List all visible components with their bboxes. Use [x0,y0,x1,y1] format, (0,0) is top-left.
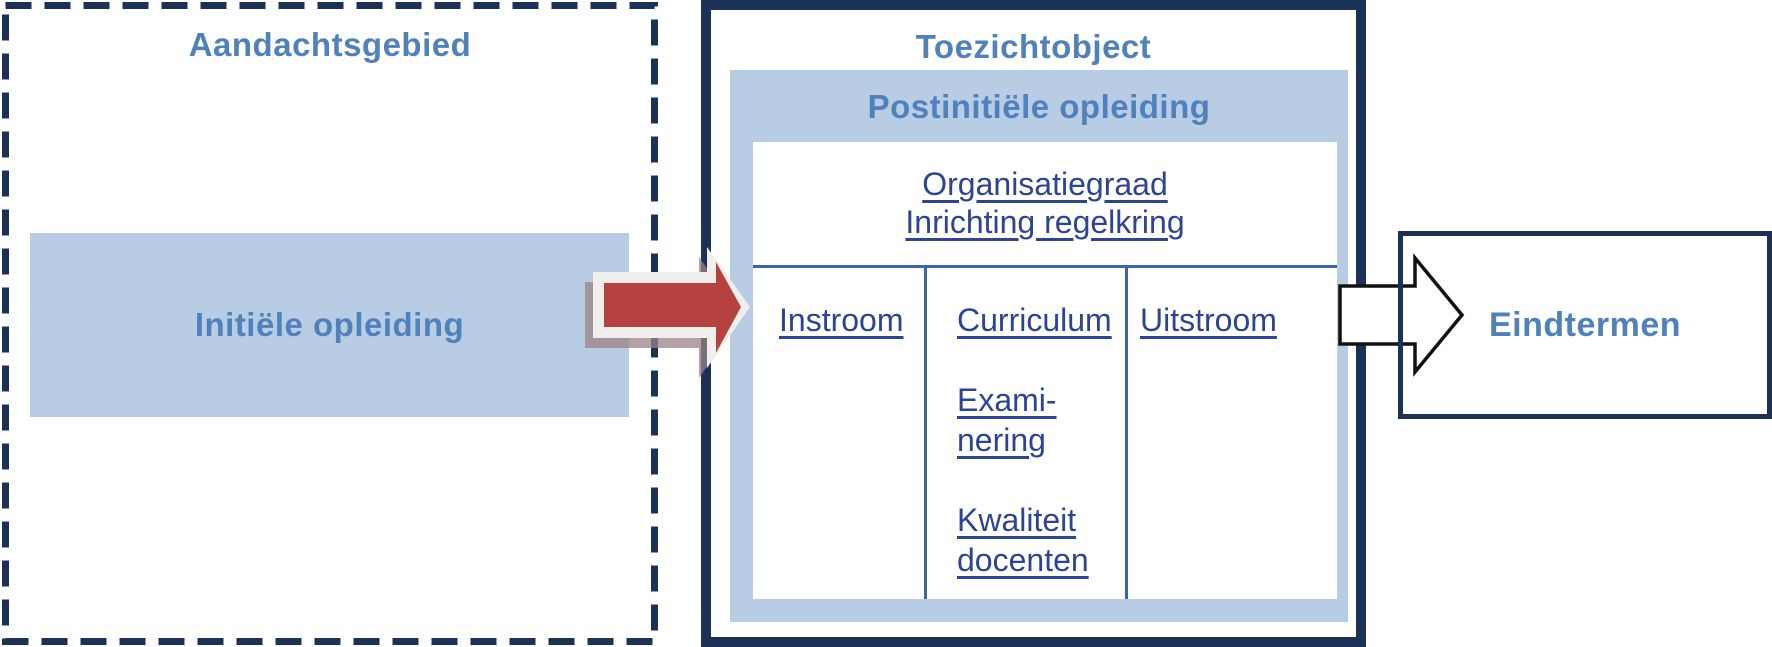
organisatiegraad-label: Organisatiegraad [922,166,1168,202]
column-uitstroom: Uitstroom [1128,268,1337,599]
spacer-line [957,340,1125,380]
kwaliteit-docenten-label-line-1: Kwaliteit [957,502,1077,538]
curriculum-label: Curriculum [957,302,1112,338]
aandachtsgebied-dashed-border [2,2,658,645]
instroom-label: Instroom [779,302,904,338]
toezichtobject-title: Toezichtobject [915,28,1152,65]
examinering-label-line-2: nering [957,422,1046,458]
toezicht-inner-area: Organisatiegraad Inrichting regelkring I… [753,142,1337,599]
spacer-line [957,460,1125,500]
columns-section: Instroom Curriculum Exami- nering Kwalit… [753,268,1337,599]
uitstroom-label: Uitstroom [1140,302,1277,338]
initiele-opleiding-box: Initiële opleiding [30,233,629,417]
organisatie-section: Organisatiegraad Inrichting regelkring [753,142,1337,268]
eindtermen-box: Eindtermen [1398,231,1772,419]
initiele-opleiding-label: Initiële opleiding [194,306,465,343]
aandachtsgebied-title: Aandachtsgebied [188,26,472,63]
kwaliteit-docenten-label-line-2: docenten [957,542,1089,578]
eindtermen-label: Eindtermen [1488,305,1682,344]
red-arrow-icon [585,247,750,378]
examinering-label-line-1: Exami- [957,382,1057,418]
postinitiele-opleiding-label: Postinitiële opleiding [867,88,1211,125]
column-instroom: Instroom [753,268,924,599]
column-curriculum: Curriculum Exami- nering Kwaliteit docen… [924,268,1128,599]
inrichting-regelkring-label: Inrichting regelkring [905,204,1185,240]
